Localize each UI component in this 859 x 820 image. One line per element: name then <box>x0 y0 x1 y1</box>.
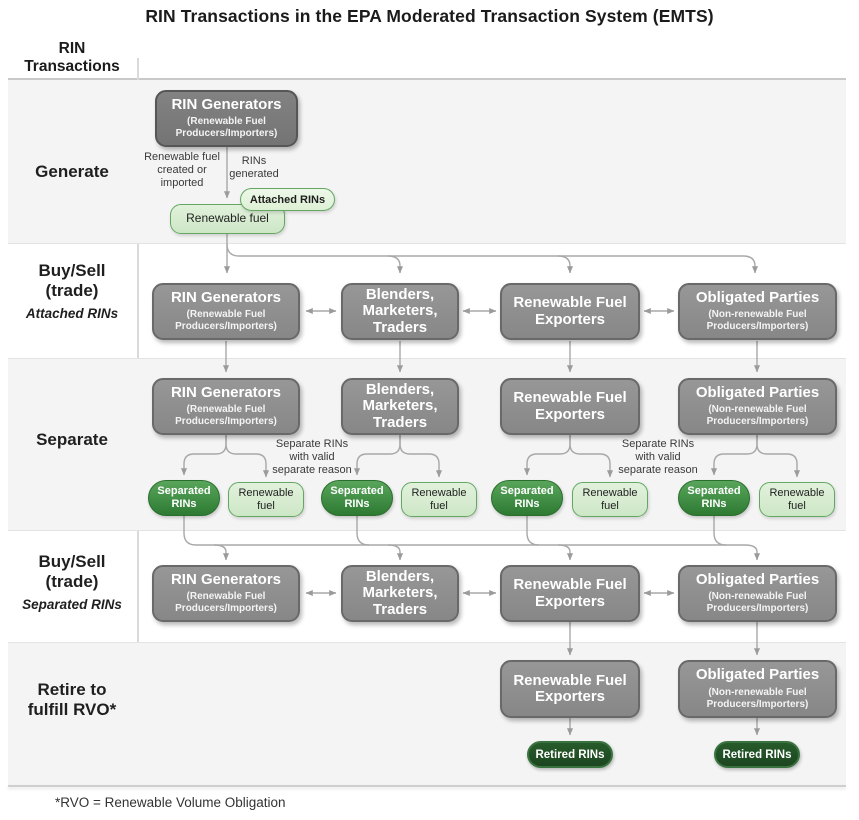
node-rin-generators-generate: RIN Generators (Renewable Fuel Producers… <box>155 90 298 147</box>
row-buysell-attached-bg <box>8 243 846 359</box>
node-subtitle: (Renewable Fuel Producers/Importers) <box>175 591 277 615</box>
node-exporters-separate: Renewable Fuel Exporters <box>500 378 640 435</box>
node-subtitle: (Non-renewable Fuel Producers/Importers) <box>706 404 809 428</box>
node-title: Renewable Fuel Exporters <box>513 389 627 423</box>
diagram-title: RIN Transactions in the EPA Moderated Tr… <box>145 6 714 26</box>
node-title: Obligated Parties <box>695 288 820 306</box>
node-obligated-separate: Obligated Parties (Non-renewable Fuel Pr… <box>678 378 837 435</box>
node-separated-rins-2: Separated RINs <box>321 480 393 516</box>
separated-rins-sublabel: Separated RINs <box>22 597 122 613</box>
annotation-renewable-fuel-created: Renewable fuel created or imported <box>144 151 220 190</box>
annotation-rins-generated: RINs generated <box>229 155 279 181</box>
node-title: Renewable Fuel Exporters <box>513 576 627 610</box>
node-rin-generators-separate: RIN Generators (Renewable Fuel Producers… <box>152 378 300 435</box>
buysell-label: Buy/Sell (trade) <box>38 261 106 301</box>
node-blenders-separate: Blenders, Marketers, Traders <box>341 378 459 435</box>
node-title: RIN Generators <box>171 95 282 113</box>
node-title: RIN Generators <box>170 570 282 588</box>
node-subtitle: (Non-renewable Fuel Producers/Importers) <box>706 309 809 333</box>
node-title: RIN Generators <box>170 383 282 401</box>
node-title: Blenders, Marketers, Traders <box>362 381 438 431</box>
node-renewable-fuel-2: Renewable fuel <box>401 482 477 517</box>
node-subtitle: (Renewable Fuel Producers/Importers) <box>175 309 277 333</box>
node-exporters-retire: Renewable Fuel Exporters <box>500 660 640 718</box>
node-separated-rins-4: Separated RINs <box>678 480 750 516</box>
header-underline <box>8 78 846 80</box>
node-separated-rins-1: Separated RINs <box>148 480 220 516</box>
node-retired-rins-1: Retired RINs <box>527 741 613 768</box>
annotation-separate-note-right: Separate RINs with valid separate reason <box>618 438 698 477</box>
row-label-retire: Retire to fulfill RVO* <box>27 680 117 720</box>
column-header-rin-transactions: RIN Transactions <box>24 40 120 75</box>
node-obligated-trade-attached: Obligated Parties (Non-renewable Fuel Pr… <box>678 283 837 340</box>
row-label-generate: Generate <box>35 162 109 181</box>
node-separated-rins-3: Separated RINs <box>491 480 563 516</box>
node-exporters-trade-separated: Renewable Fuel Exporters <box>500 565 640 622</box>
attached-rins-sublabel: Attached RINs <box>25 306 119 322</box>
node-exporters-trade-attached: Renewable Fuel Exporters <box>500 283 640 340</box>
node-title: Renewable Fuel Exporters <box>513 294 627 328</box>
node-subtitle: (Non-renewable Fuel Producers/Importers) <box>706 591 809 615</box>
node-renewable-fuel-3: Renewable fuel <box>572 482 648 517</box>
node-title: Obligated Parties <box>695 383 820 401</box>
node-title: Obligated Parties <box>695 666 820 684</box>
node-blenders-trade-separated: Blenders, Marketers, Traders <box>341 565 459 622</box>
annotation-separate-note-left: Separate RINs with valid separate reason <box>272 438 352 477</box>
rvo-footnote: *RVO = Renewable Volume Obligation <box>55 795 286 810</box>
node-title: Blenders, Marketers, Traders <box>362 568 438 618</box>
node-blenders-trade-attached: Blenders, Marketers, Traders <box>341 283 459 340</box>
row-label-buysell-attached: Buy/Sell (trade) Attached RINs <box>12 261 132 322</box>
row-buysell-separated-bg <box>8 530 846 643</box>
node-obligated-retire: Obligated Parties (Non-renewable Fuel Pr… <box>678 660 837 718</box>
node-rin-generators-trade-separated: RIN Generators (Renewable Fuel Producers… <box>152 565 300 622</box>
node-subtitle: (Renewable Fuel Producers/Importers) <box>175 116 278 140</box>
node-retired-rins-2: Retired RINs <box>714 741 800 768</box>
buysell-label: Buy/Sell (trade) <box>38 552 106 592</box>
node-renewable-fuel-4: Renewable fuel <box>759 482 835 517</box>
node-rin-generators-trade-attached: RIN Generators (Renewable Fuel Producers… <box>152 283 300 340</box>
node-subtitle: (Renewable Fuel Producers/Importers) <box>175 404 277 428</box>
row-label-separate: Separate <box>36 430 108 449</box>
node-title: Obligated Parties <box>695 570 820 588</box>
diagram-bottom-edge <box>8 785 846 787</box>
node-renewable-fuel-1: Renewable fuel <box>228 482 304 517</box>
node-title: Blenders, Marketers, Traders <box>362 286 438 336</box>
node-obligated-trade-separated: Obligated Parties (Non-renewable Fuel Pr… <box>678 565 837 622</box>
row-generate-bg <box>8 80 846 243</box>
node-subtitle: (Non-renewable Fuel Producers/Importers) <box>706 686 809 710</box>
row-label-buysell-separated: Buy/Sell (trade) Separated RINs <box>12 552 132 613</box>
node-attached-rins: Attached RINs <box>240 188 335 211</box>
node-title: RIN Generators <box>170 288 282 306</box>
node-title: Renewable Fuel Exporters <box>513 671 627 705</box>
